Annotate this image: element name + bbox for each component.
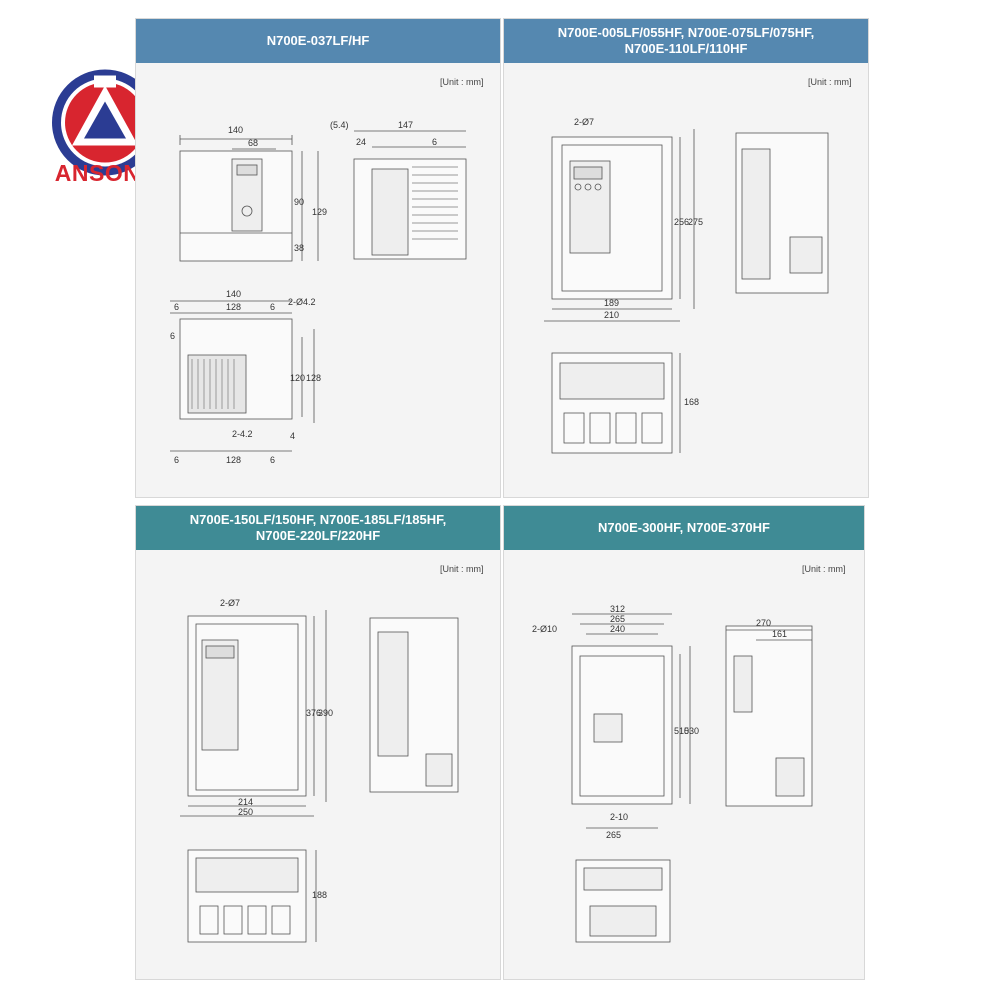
dim-128: 128 — [306, 373, 321, 383]
dim-68: 68 — [248, 138, 258, 148]
dim-6: 6 — [432, 137, 437, 147]
ansons-logo-icon — [52, 69, 158, 176]
dim-hole: 2-Ø7 — [220, 598, 240, 608]
panel-title: N700E-037LF/HF — [266, 33, 370, 48]
panel-title-line-1: N700E-150LF/150HF, N700E-185LF/185HF, — [189, 512, 447, 527]
dim-240: 240 — [610, 624, 625, 634]
dim-bb-6b: 6 — [270, 455, 275, 465]
dim-90: 90 — [294, 197, 304, 207]
panel-150-220: N700E-150LF/150HF, N700E-185LF/185HF, N7… — [135, 505, 501, 980]
dim-161: 161 — [772, 629, 787, 639]
dim-hole: 2-Ø10 — [532, 624, 557, 634]
dim-129: 129 — [312, 207, 327, 217]
panel-header: N700E-037LF/HF — [136, 19, 500, 63]
dim-530: 530 — [684, 726, 699, 736]
dim-slot: 2-4.2 — [232, 429, 253, 439]
dim-390: 390 — [318, 708, 333, 718]
dim-5-4: (5.4) — [330, 120, 349, 130]
dim-168: 168 — [684, 397, 699, 407]
panel-header: N700E-150LF/150HF, N700E-185LF/185HF, N7… — [136, 506, 500, 550]
unit-label: [Unit : mm] — [440, 564, 484, 574]
dim-256: 256 — [674, 217, 689, 227]
panel-037: N700E-037LF/HF [Unit : mm] — [135, 18, 501, 498]
dim-147: 147 — [398, 120, 413, 130]
panel-005-110: N700E-005LF/055HF, N700E-075LF/075HF, N7… — [503, 18, 869, 498]
dim-120: 120 — [290, 373, 305, 383]
panel-title: N700E-300HF, N700E-370HF — [598, 520, 770, 535]
unit-label: [Unit : mm] — [802, 564, 846, 574]
drawing-300-370: 2-Ø10 312 265 240 510 530 2-10 265 270 1… — [532, 604, 813, 943]
unit-label: [Unit : mm] — [808, 77, 852, 87]
panel-title-line-2: N700E-110LF/110HF — [624, 41, 748, 56]
dim-189: 189 — [604, 298, 619, 308]
dim-312: 312 — [610, 604, 625, 614]
drawing-150-220: 2-Ø7 376 390 214 250 188 — [180, 598, 459, 943]
dim-side-4: 4 — [290, 431, 295, 441]
dim-275: 275 — [688, 217, 703, 227]
dim-bb-6a: 6 — [174, 455, 179, 465]
dim-270: 270 — [756, 618, 771, 628]
dim-38: 38 — [294, 243, 304, 253]
panel-300-370: N700E-300HF, N700E-370HF [Unit : mm] 2-Ø… — [503, 505, 865, 980]
dim-214: 214 — [238, 797, 253, 807]
dim-265: 265 — [610, 614, 625, 624]
panel-title-line-1: N700E-005LF/055HF, N700E-075LF/075HF, — [557, 25, 815, 40]
dim-210: 210 — [604, 310, 619, 320]
dim-24: 24 — [356, 137, 366, 147]
panel-title-line-2: N700E-220LF/220HF — [255, 528, 381, 543]
dim-bottom-128: 128 — [226, 302, 241, 312]
panel-header: N700E-005LF/055HF, N700E-075LF/075HF, N7… — [504, 19, 868, 63]
dim-hole: 2-Ø4.2 — [288, 297, 316, 307]
dim-bb-128: 128 — [226, 455, 241, 465]
unit-label: [Unit : mm] — [440, 77, 484, 87]
dim-bottom-6a: 6 — [174, 302, 179, 312]
drawing-037: 140 68 90 129 38 (5.4) 147 24 6 140 128 … — [170, 120, 467, 465]
dim-140: 140 — [228, 125, 243, 135]
dim-bottom-265: 265 — [606, 830, 621, 840]
dim-hole: 2-Ø7 — [574, 117, 594, 127]
panel-header: N700E-300HF, N700E-370HF — [504, 506, 864, 550]
dim-slot: 2-10 — [610, 812, 628, 822]
dim-side-6: 6 — [170, 331, 175, 341]
drawing-005-110: 2-Ø7 256 275 189 210 168 — [544, 117, 829, 454]
dim-188: 188 — [312, 890, 327, 900]
dim-376: 376 — [306, 708, 321, 718]
dim-bottom-6b: 6 — [270, 302, 275, 312]
dim-250: 250 — [238, 807, 253, 817]
dim-510: 510 — [674, 726, 689, 736]
dim-bottom-140: 140 — [226, 289, 241, 299]
